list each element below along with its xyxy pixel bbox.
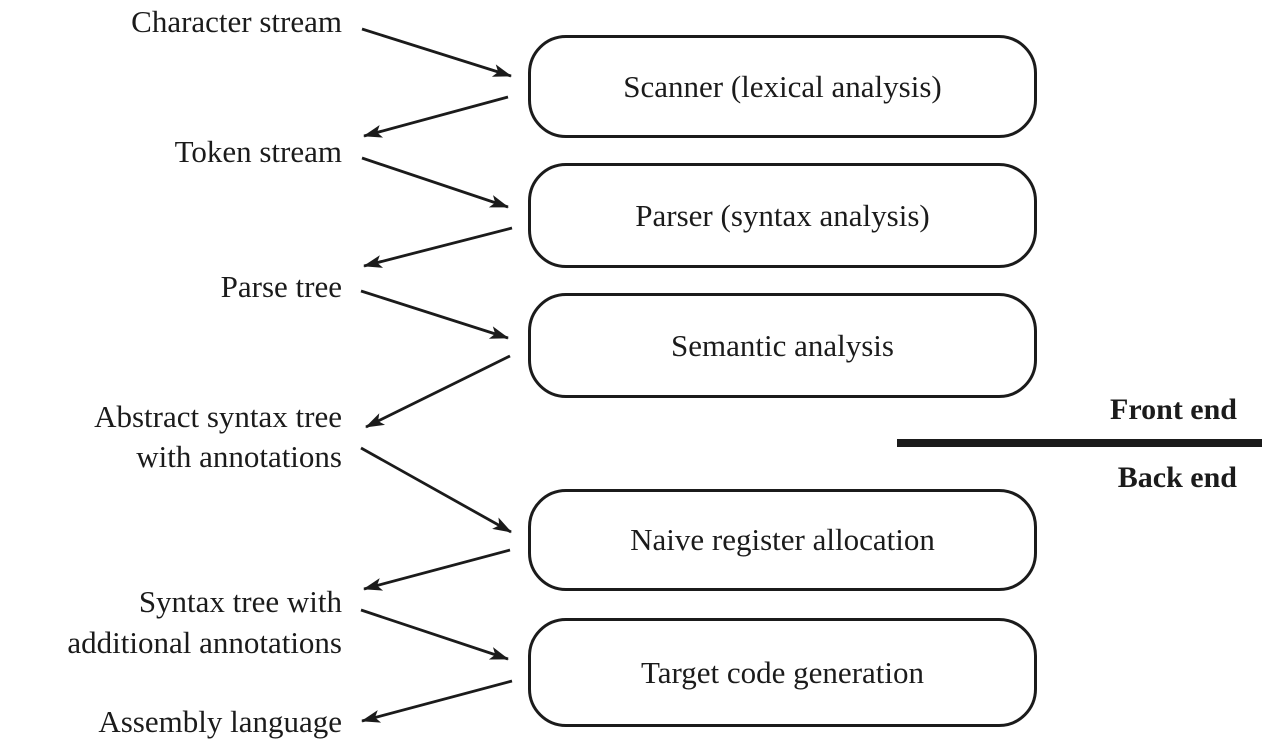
arrow-parse-tree-to-semantic xyxy=(360,289,509,340)
arrow-code-generation-to-assembly xyxy=(361,679,513,723)
box-semantic-analysis: Semantic analysis xyxy=(528,293,1037,398)
label-line: Character stream xyxy=(131,4,342,39)
box-code-generation: Target code generation xyxy=(528,618,1037,727)
box-parser: Parser (syntax analysis) xyxy=(528,163,1037,268)
box-semantic-analysis-label: Semantic analysis xyxy=(671,327,894,363)
box-scanner-label: Scanner (lexical analysis) xyxy=(623,68,942,104)
back-end-label: Back end xyxy=(1117,461,1237,494)
front-end-label: Front end xyxy=(1110,393,1237,426)
arrow-register-allocation-to-syntax-tree xyxy=(363,548,511,591)
arrow-semantic-to-ast xyxy=(365,354,511,429)
label-line: with annotations xyxy=(136,439,342,474)
label-line: Token stream xyxy=(174,134,342,169)
box-register-allocation-label: Naive register allocation xyxy=(630,522,935,557)
label-line: Abstract syntax tree xyxy=(94,399,342,434)
label-assembly-language: Assembly language xyxy=(98,702,342,742)
box-parser-label: Parser (syntax analysis) xyxy=(635,197,930,233)
arrow-scanner-to-token-stream xyxy=(363,95,509,138)
label-line: additional annotations xyxy=(67,625,342,660)
label-line: Syntax tree with xyxy=(138,584,342,619)
arrow-syntax-tree-to-code-generation xyxy=(360,608,509,661)
label-token-stream: Token stream xyxy=(175,132,342,172)
label-character-stream: Character stream xyxy=(131,2,342,42)
label-parse-tree: Parse tree xyxy=(221,267,342,307)
arrow-parser-to-parse-tree xyxy=(363,226,513,268)
label-line: Parse tree xyxy=(220,269,342,304)
box-scanner: Scanner (lexical analysis) xyxy=(528,35,1037,138)
box-register-allocation: Naive register allocation xyxy=(528,489,1037,591)
box-code-generation-label: Target code generation xyxy=(640,654,924,690)
label-syntax-tree-with-annotations: Syntax tree with additional annotations xyxy=(67,581,342,663)
label-abstract-syntax-tree: Abstract syntax tree with annotations xyxy=(94,397,342,477)
arrow-character-stream-to-scanner xyxy=(361,27,512,78)
arrow-token-stream-to-parser xyxy=(361,156,509,209)
label-line: Assembly language xyxy=(98,704,342,739)
front-back-divider-line xyxy=(897,439,1262,447)
arrow-ast-to-register-allocation xyxy=(360,446,512,534)
